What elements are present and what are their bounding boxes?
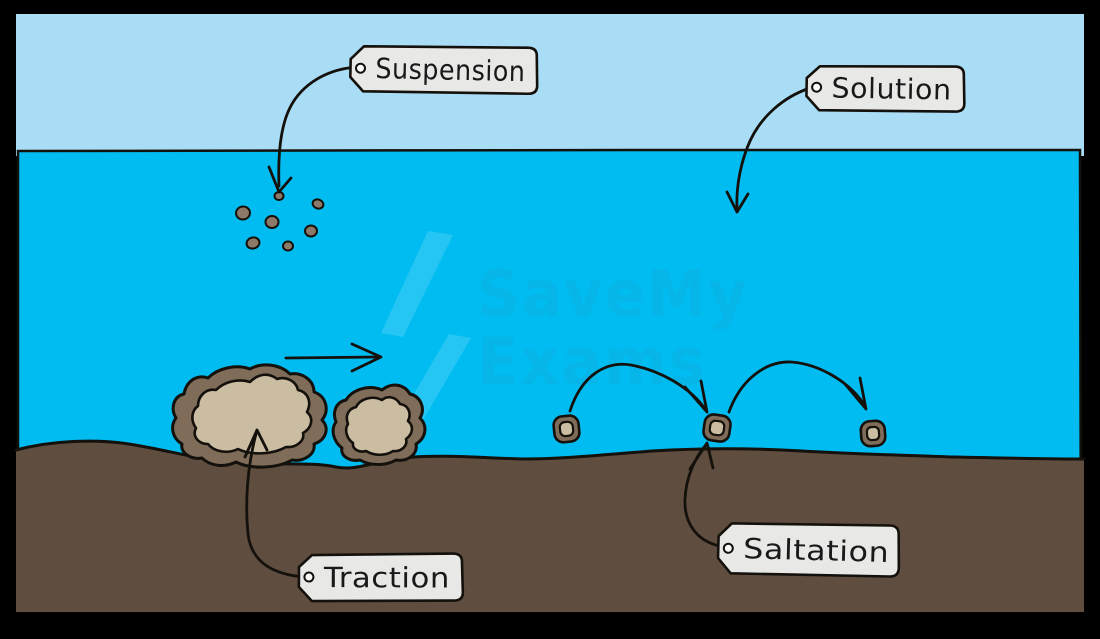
suspension-particles (235, 191, 325, 252)
riverbed (16, 441, 1084, 612)
watermark: SaveMy Exams (381, 231, 749, 420)
suspension-particle (235, 205, 251, 221)
suspension-particle (264, 215, 280, 229)
tag-eyelet (303, 571, 315, 583)
traction-arrowhead (243, 428, 269, 459)
watermark-line1: SaveMy (477, 258, 749, 332)
flow-direction-arrowhead (350, 342, 383, 373)
tag-label-traction: Traction (323, 561, 450, 594)
suspension-particle (282, 240, 294, 252)
saltation-pebbles (552, 413, 887, 448)
boulder-large-core (191, 373, 313, 455)
tag-eyelet (811, 81, 823, 93)
pebble-core (708, 419, 726, 437)
saltation-arc-2-arrowhead (843, 376, 868, 411)
tag-traction: Traction (297, 552, 465, 603)
tag-body (716, 522, 901, 578)
suspension-arrow (277, 65, 358, 188)
saltation-pebble-2 (702, 413, 732, 443)
traction-arrow (245, 432, 306, 579)
tag-body (297, 552, 465, 603)
suspension-particle (311, 198, 325, 210)
saltation-arc-1-arrowhead (683, 379, 709, 414)
solution-arrow (735, 86, 812, 210)
arrows (243, 65, 868, 579)
tag-solution: Solution (805, 64, 966, 113)
saltation-pebble-1 (552, 414, 581, 444)
tag-eyelet (354, 62, 366, 74)
watermark-bolt-upper (381, 231, 453, 337)
suspension-arrowhead (267, 165, 293, 194)
tag-label-suspension: Suspension (375, 52, 526, 88)
pebble-core (865, 425, 881, 442)
pebble-core (558, 420, 575, 438)
saltation-pebble-3 (859, 419, 887, 448)
saltation-arrowhead (688, 441, 715, 471)
solution-arrowhead (725, 190, 750, 214)
flow-direction-arrow (284, 355, 380, 360)
suspension-particle (245, 236, 261, 250)
suspension-particle (304, 224, 318, 238)
watermark-line2: Exams (477, 326, 707, 400)
tag-body (805, 64, 966, 113)
label-tags: Suspension Solution Traction Saltation (297, 44, 966, 603)
boulder-small-core (344, 395, 414, 457)
tag-eyelet (722, 542, 734, 554)
traction-boulders (171, 363, 427, 469)
tag-body (349, 44, 539, 96)
tag-suspension: Suspension (349, 44, 539, 96)
tag-saltation: Saltation (716, 522, 901, 578)
tag-label-solution: Solution (831, 71, 952, 106)
tag-label-saltation: Saltation (743, 532, 890, 569)
